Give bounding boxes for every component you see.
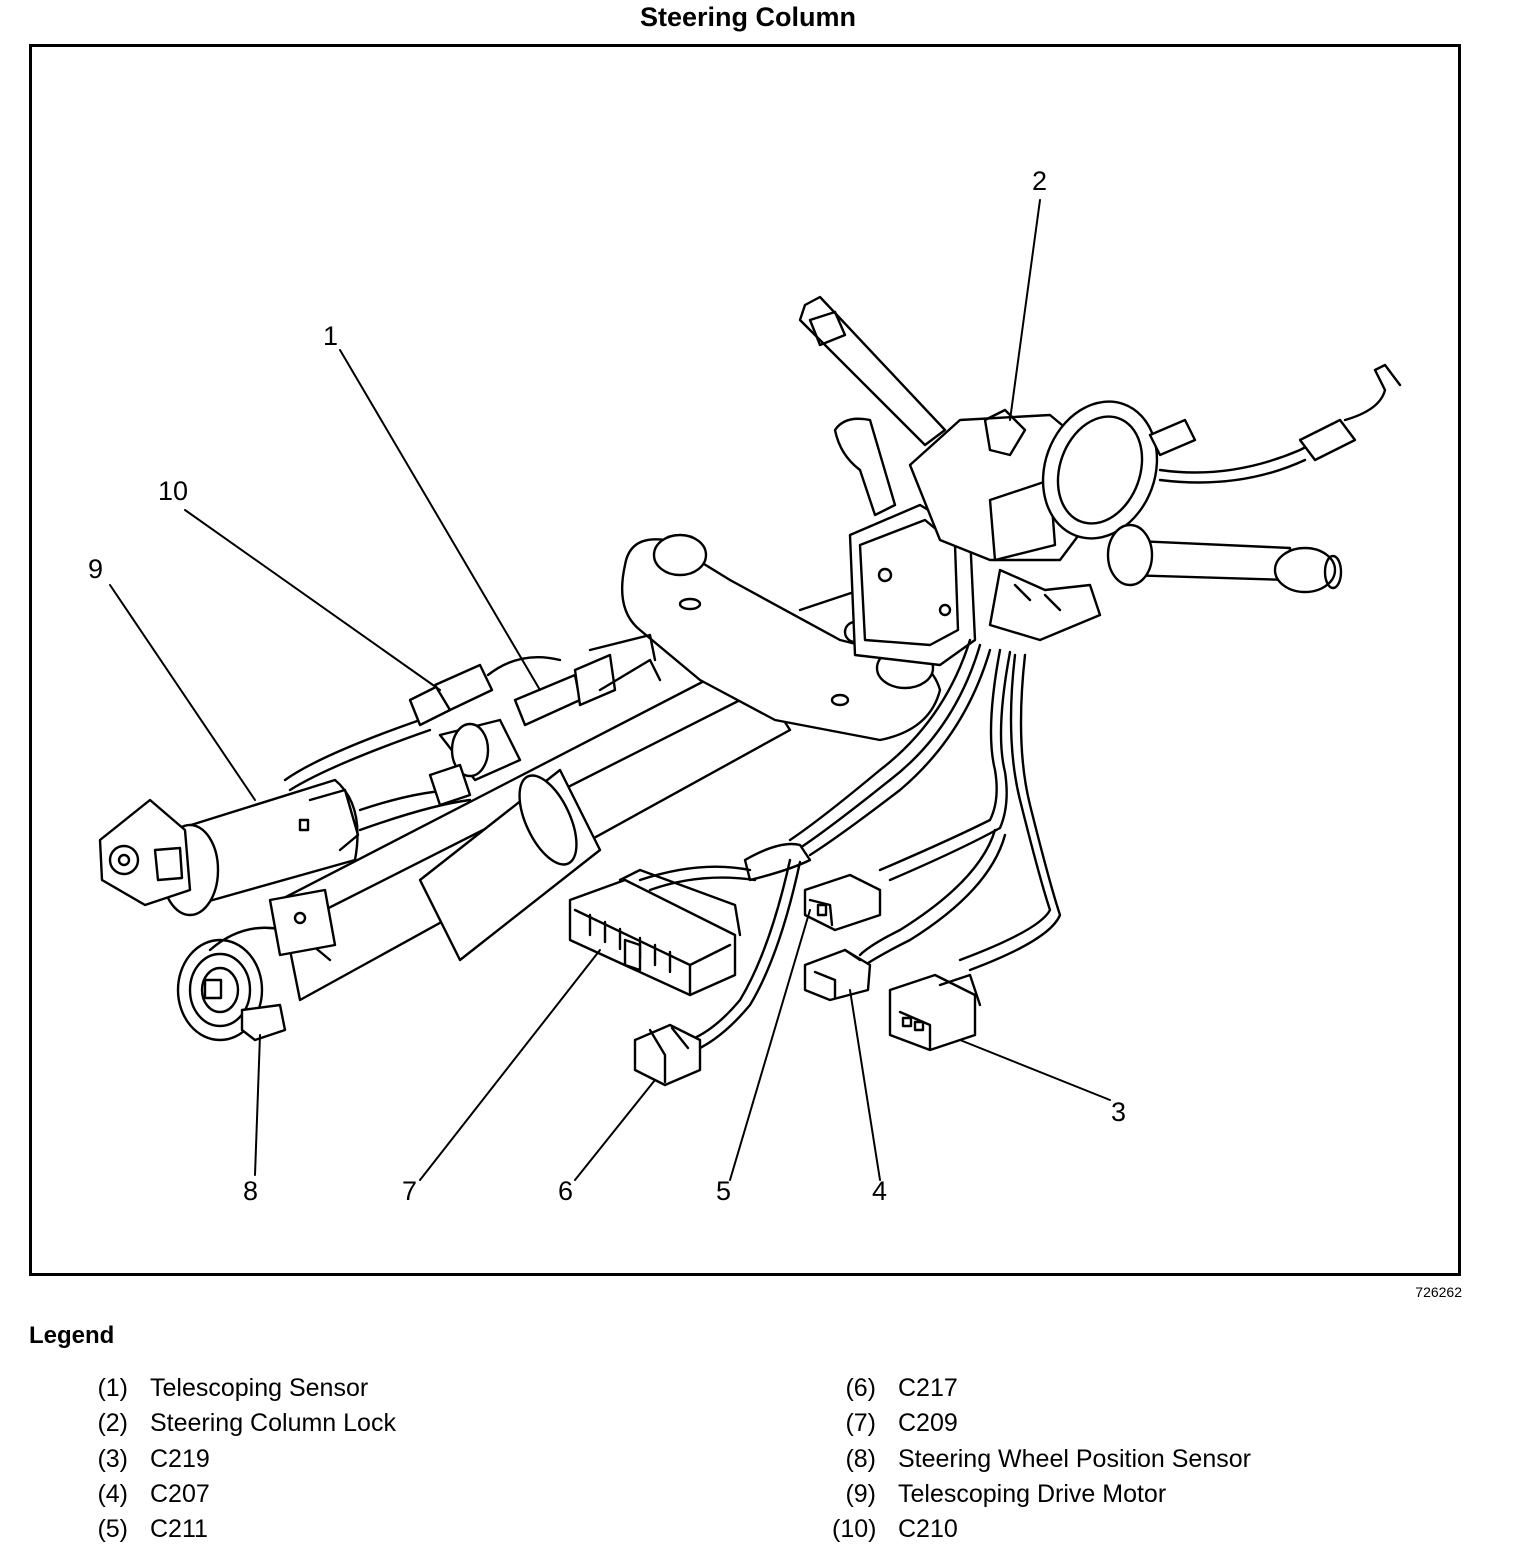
legend-item-9: (9) Telescoping Drive Motor — [832, 1480, 1166, 1512]
connector-c207-shape — [803, 948, 872, 1002]
legend-label: C217 — [898, 1374, 958, 1402]
legend-item-6: (6) C217 — [832, 1374, 958, 1406]
callout-6: 6 — [558, 1176, 573, 1206]
column-tube — [278, 658, 792, 1002]
legend-item-2: (2) Steering Column Lock — [84, 1409, 396, 1441]
legend-item-1: (1) Telescoping Sensor — [84, 1374, 368, 1406]
callout-3: 3 — [1111, 1097, 1126, 1127]
connector-c211-shape — [803, 873, 882, 932]
legend-label: C209 — [898, 1409, 958, 1437]
connector-c217-shape — [633, 1023, 702, 1087]
connector-c209-shape — [568, 868, 742, 997]
legend-item-4: (4) C207 — [84, 1480, 210, 1512]
legend-item-10: (10) C210 — [832, 1515, 958, 1547]
column-head — [848, 400, 1197, 667]
lock-wire — [1158, 363, 1402, 484]
callout-9: 9 — [88, 554, 103, 584]
callout-4: 4 — [872, 1176, 887, 1206]
legend-item-8: (8) Steering Wheel Position Sensor — [832, 1445, 1251, 1477]
legend-item-7: (7) C209 — [832, 1409, 958, 1441]
legend-label: C210 — [898, 1515, 958, 1543]
legend-item-5: (5) C211 — [84, 1515, 208, 1547]
legend-label: C207 — [150, 1480, 210, 1508]
figure-id: 726262 — [1415, 1284, 1462, 1300]
callout-10: 10 — [158, 476, 188, 506]
diagram-title: Steering Column — [639, 2, 856, 32]
stalks — [798, 295, 1343, 594]
legend-number: (1) — [97, 1374, 128, 1402]
callout-8: 8 — [243, 1176, 258, 1206]
connector-c219-shape — [888, 973, 982, 1052]
legend-number: (2) — [97, 1409, 128, 1437]
legend-number: (10) — [832, 1515, 877, 1543]
legend-label: Telescoping Drive Motor — [898, 1480, 1167, 1508]
legend-label: Steering Wheel Position Sensor — [898, 1445, 1251, 1473]
callout-5: 5 — [716, 1176, 731, 1206]
callout-1: 1 — [323, 321, 338, 351]
upper-harness — [283, 633, 662, 807]
drive-motor-body — [98, 778, 472, 917]
legend-item-3: (3) C219 — [84, 1445, 210, 1477]
legend-label: C211 — [150, 1515, 208, 1543]
legend-number: (5) — [97, 1515, 128, 1543]
legend-number: (4) — [97, 1480, 128, 1508]
callout-2: 2 — [1032, 166, 1047, 196]
legend-label: C219 — [150, 1445, 210, 1473]
legend-number: (8) — [845, 1445, 876, 1473]
legend-number: (9) — [845, 1480, 876, 1508]
leader-lines — [109, 199, 1111, 1181]
legend-heading: Legend — [29, 1322, 115, 1349]
position-sensor-cap — [176, 888, 337, 1042]
legend-label: Telescoping Sensor — [150, 1374, 369, 1402]
callout-7: 7 — [402, 1176, 417, 1206]
diagram-frame — [29, 44, 1461, 1276]
legend-label: Steering Column Lock — [150, 1409, 396, 1437]
legend-number: (6) — [845, 1374, 876, 1402]
legend-number: (7) — [845, 1409, 876, 1437]
wire-harness — [638, 638, 1062, 1050]
legend-number: (3) — [97, 1445, 128, 1473]
